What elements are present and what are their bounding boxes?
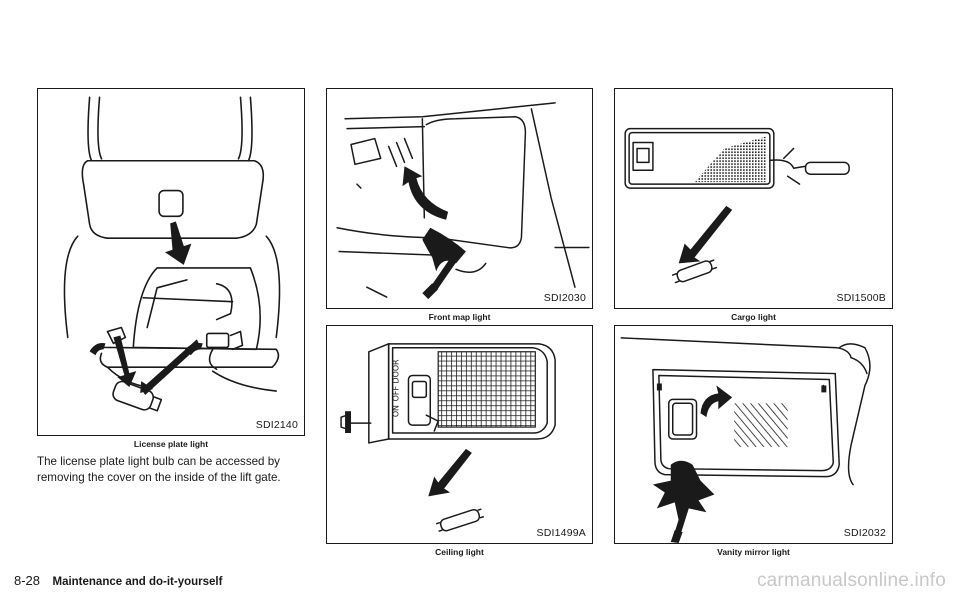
- vanity-mirror-light-figure: SDI2032: [614, 325, 893, 544]
- front-map-light-figure: SDI2030: [326, 88, 593, 309]
- figure-caption: Cargo light: [731, 312, 776, 322]
- page-footer: 8-28 Maintenance and do-it-yourself: [14, 572, 222, 590]
- license-plate-light-illustration: [63, 96, 281, 412]
- license-plate-light-figure: SDI2140: [37, 88, 305, 436]
- page-number: 8-28: [14, 573, 41, 588]
- figure-caption: Vanity mirror light: [717, 547, 790, 557]
- ceiling-light-illustration: DOOR OFF ON: [340, 343, 556, 533]
- switch-label-on: ON: [392, 405, 401, 417]
- figure-caption: Front map light: [428, 312, 491, 322]
- figure-code: SDI2032: [843, 527, 886, 539]
- ceiling-light-figure: DOOR OFF ON SDI1499A: [326, 325, 593, 544]
- switch-label-door: DOOR: [392, 359, 401, 384]
- figure-code: SDI1500B: [836, 292, 886, 304]
- vanity-mirror-light-illustration: [620, 337, 871, 543]
- figure-caption: Ceiling light: [435, 547, 484, 557]
- switch-label-off: OFF: [392, 386, 401, 402]
- front-map-light-illustration: [336, 102, 590, 300]
- body-paragraph: The license plate light bulb can be acce…: [37, 455, 281, 484]
- cargo-light-figure: SDI1500B: [614, 88, 893, 309]
- figure-code: SDI1499A: [536, 527, 586, 539]
- section-title: Maintenance and do-it-yourself: [52, 576, 223, 588]
- figure-code: SDI2140: [255, 419, 298, 431]
- figure-code: SDI2030: [543, 292, 586, 304]
- watermark: carmanualsonline.info: [756, 570, 946, 591]
- cargo-light-illustration: [624, 127, 850, 284]
- figure-caption: License plate light: [133, 439, 209, 449]
